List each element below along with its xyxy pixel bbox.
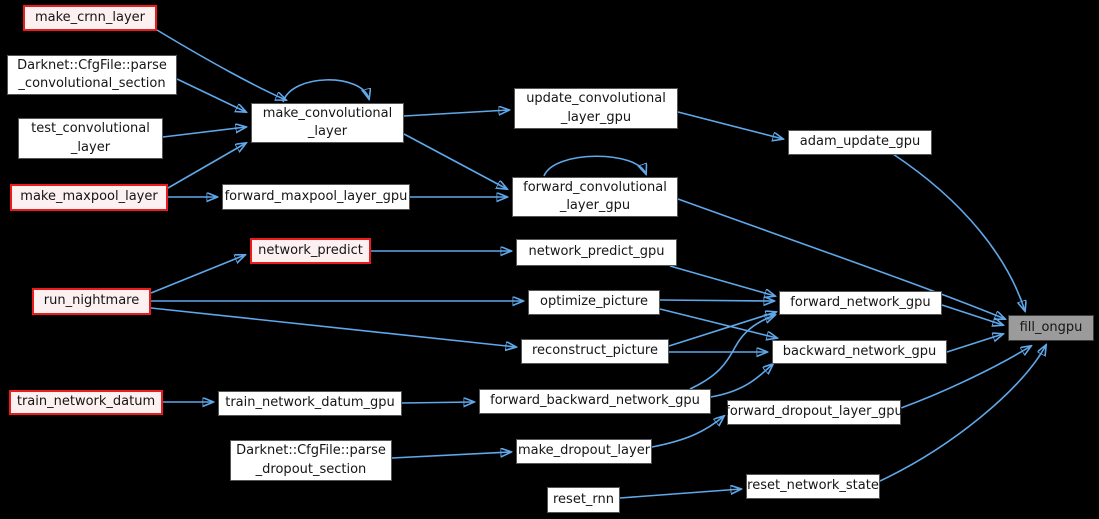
node-train-network-datum-gpu[interactable]: train_network_datum_gpu (218, 391, 402, 416)
node-update-convolutional-layer-gpu[interactable]: update_convolutional _layer_gpu (514, 88, 678, 129)
edge-forward-network-gpu-to-fill-ongpu (941, 304, 1003, 325)
node-make-convolutional-layer[interactable]: make_convolutional _layer (251, 103, 404, 143)
node-backward-network-gpu[interactable]: backward_network_gpu (772, 340, 947, 364)
edge-parse-convolutional-section-to-make-convolutional-layer (176, 78, 246, 112)
node-make-crnn-layer[interactable]: make_crnn_layer (23, 5, 157, 31)
edge-parse-dropout-section-to-make-dropout-layer (391, 452, 511, 459)
edge-forward-convolutional-layer-gpu-self-loop (543, 155, 646, 176)
edge-run-nightmare-to-network-predict (150, 255, 245, 294)
edge-forward-backward-network-gpu-to-forward-network-gpu (689, 315, 775, 390)
node-optimize-picture[interactable]: optimize_picture (528, 290, 660, 315)
edge-make-maxpool-layer-to-make-convolutional-layer (167, 143, 246, 189)
edge-optimize-picture-to-backward-network-gpu (659, 308, 777, 338)
node-parse-dropout-section[interactable]: Darknet::CfgFile::parse _dropout_section (230, 440, 392, 481)
edge-network-predict-gpu-to-forward-network-gpu (669, 265, 775, 296)
edge-backward-network-gpu-to-fill-ongpu (946, 334, 1003, 353)
edge-make-convolutional-layer-to-update-convolutional-layer-gpu (403, 110, 509, 117)
node-network-predict-gpu[interactable]: network_predict_gpu (516, 239, 677, 266)
edge-reset-rnn-to-reset-network-state (619, 489, 741, 499)
node-reset-network-state[interactable]: reset_network_state (746, 474, 880, 499)
node-adam-update-gpu[interactable]: adam_update_gpu (788, 130, 932, 155)
node-forward-network-gpu[interactable]: forward_network_gpu (779, 291, 942, 315)
edge-forward-dropout-layer-gpu-to-fill-ongpu (900, 346, 1031, 409)
edge-train-network-datum-gpu-to-forward-backward-network-gpu (401, 402, 474, 403)
edge-reconstruct-picture-to-forward-network-gpu (668, 312, 776, 347)
node-forward-convolutional-layer-gpu[interactable]: forward_convolutional _layer_gpu (512, 177, 678, 217)
node-train-network-datum[interactable]: train_network_datum (9, 390, 163, 415)
node-make-dropout-layer[interactable]: make_dropout_layer (516, 439, 652, 464)
edge-make-crnn-layer-to-make-convolutional-layer (156, 29, 286, 100)
edge-update-convolutional-layer-gpu-to-adam-update-gpu (677, 111, 783, 139)
node-forward-backward-network-gpu[interactable]: forward_backward_network_gpu (479, 389, 711, 414)
node-test-convolutional-layer[interactable]: test_convolutional _layer (18, 118, 163, 159)
edge-optimize-picture-to-forward-network-gpu (659, 300, 774, 301)
node-forward-maxpool-layer-gpu[interactable]: forward_maxpool_layer_gpu (222, 184, 410, 210)
edge-adam-update-gpu-to-fill-ongpu (892, 153, 1025, 311)
edge-test-convolutional-layer-to-make-convolutional-layer (162, 127, 246, 138)
node-fill-ongpu[interactable]: fill_ongpu (1008, 315, 1094, 341)
edge-run-nightmare-to-reconstruct-picture (150, 307, 516, 347)
node-network-predict[interactable]: network_predict (250, 238, 371, 264)
node-reset-rnn[interactable]: reset_rnn (547, 487, 620, 513)
node-reconstruct-picture[interactable]: reconstruct_picture (521, 339, 669, 364)
edge-forward-convolutional-layer-gpu-to-fill-ongpu (677, 198, 1005, 319)
edge-reset-network-state-to-fill-ongpu (879, 345, 1046, 482)
edge-make-convolutional-layer-to-forward-convolutional-layer-gpu (403, 133, 507, 189)
node-make-maxpool-layer[interactable]: make_maxpool_layer (10, 184, 168, 211)
node-forward-dropout-layer-gpu[interactable]: forward_dropout_layer_gpu (725, 400, 903, 425)
edge-make-convolutional-layer-self-loop (282, 79, 369, 103)
node-run-nightmare[interactable]: run_nightmare (32, 288, 151, 315)
edge-forward-backward-network-gpu-to-backward-network-gpu (710, 364, 773, 398)
node-parse-convolutional-section[interactable]: Darknet::CfgFile::parse _convolutional_s… (7, 55, 177, 95)
edge-make-dropout-layer-to-forward-dropout-layer-gpu (651, 416, 724, 448)
